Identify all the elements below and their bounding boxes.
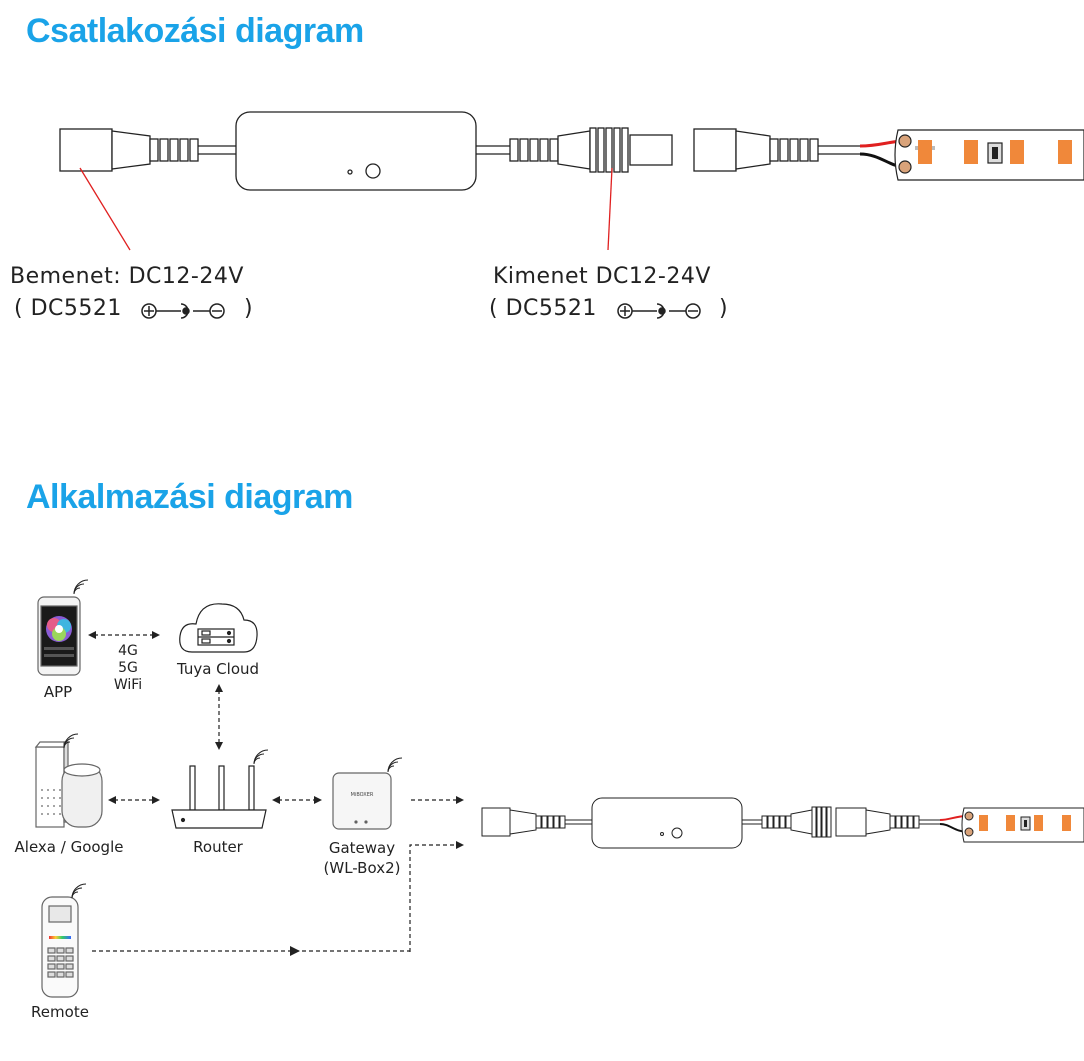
input-strain-relief [149,138,199,162]
gateway-brand-text: MiBOXER [351,792,374,798]
output-polarity-icon [617,303,701,319]
network-type-4g: 4G [118,643,138,659]
controller-box [235,111,477,191]
controller-assembly-small [481,797,940,849]
input-jack-neck [111,130,151,170]
output-strain-relief [509,138,559,162]
router-icon [171,765,267,829]
cloud-icon [179,603,258,653]
cloud-label: Tuya Cloud [176,660,260,678]
led-strip-connector [693,128,860,172]
gateway-label: Gateway [328,839,396,857]
wifi-signal-icon [253,749,269,765]
remote-control-icon [41,896,79,998]
remote-label: Remote [31,1003,89,1021]
remote-arrow-icon [290,946,300,956]
gateway-model: (WL-Box2) [323,859,401,877]
input-connector-close: ) [244,296,254,321]
voice-assistant-label: Alexa / Google [14,838,124,856]
router-label: Router [193,838,243,856]
phone-icon [37,596,81,676]
network-types: 4G 5G WiFi [98,643,158,694]
output-plug-neck [557,130,591,170]
status-led-icon [347,169,353,175]
led-strip [894,129,1084,181]
button-icon [365,163,381,179]
output-connector-label: ( DC5521 [489,296,597,321]
output-pointer [607,167,613,251]
gateway-label-group: Gateway (WL-Box2) [312,838,412,878]
smart-speaker-icon [34,741,103,828]
application-diagram-title: Alkalmazási diagram [26,478,353,516]
remote-controller-link [409,841,464,952]
wifi-signal-icon [71,883,87,899]
wifi-signal-icon [73,579,89,595]
led-strip-small [961,807,1084,843]
input-label: Bemenet: DC12-24V [10,264,244,289]
output-plug-tip [629,134,673,166]
controller-assembly [59,111,673,191]
app-label: APP [43,683,73,701]
input-jack [59,128,113,172]
wifi-signal-icon [63,733,79,749]
wifi-signal-icon [387,757,403,773]
input-pointer [79,167,131,251]
input-polarity-icon [141,303,225,319]
network-type-5g: 5G [118,660,138,676]
input-connector-label: ( DC5521 [14,296,122,321]
connection-diagram-title: Csatlakozási diagram [26,12,364,50]
network-type-wifi: WiFi [113,677,143,693]
gateway-icon [332,772,392,830]
output-connector-close: ) [719,296,729,321]
output-label: Kimenet DC12-24V [493,264,711,289]
strip-jack [693,128,737,172]
output-plug-grip [589,127,629,173]
